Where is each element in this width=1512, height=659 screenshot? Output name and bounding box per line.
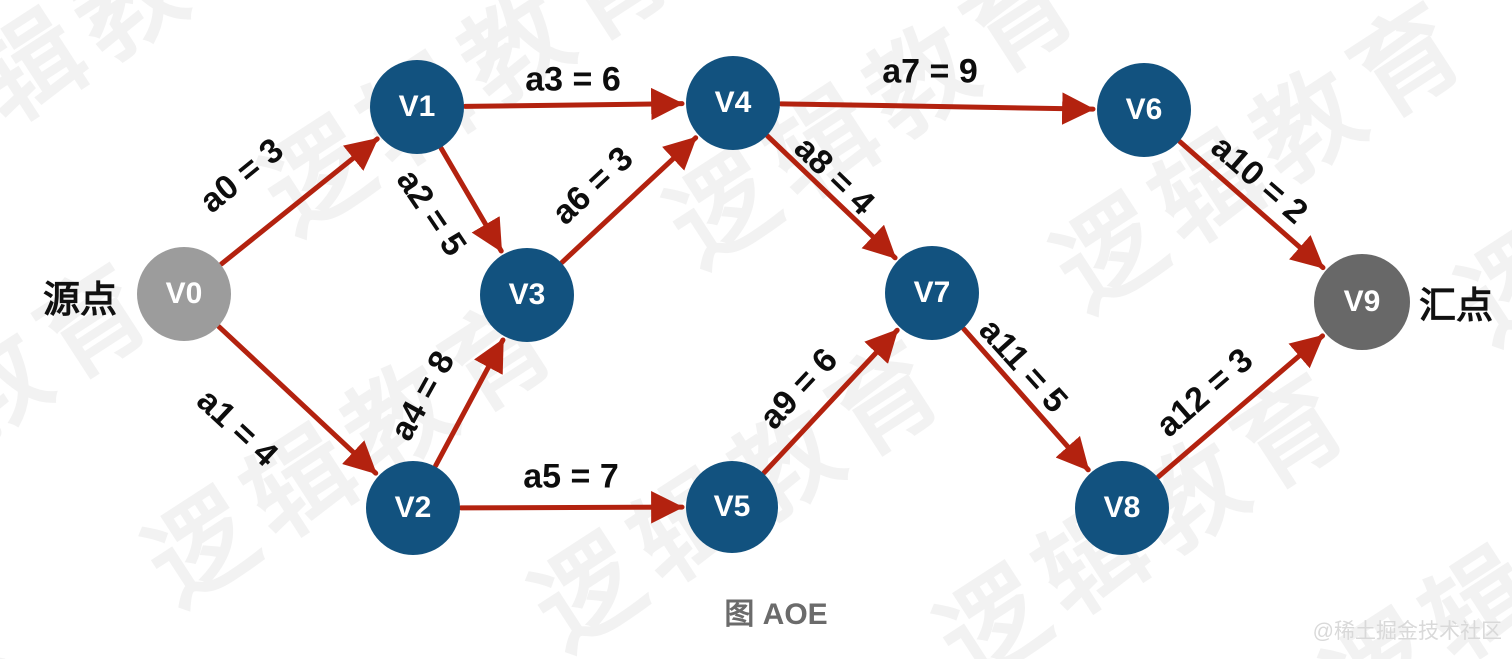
edge-a9 (761, 327, 900, 476)
edge-a12 (1155, 333, 1326, 480)
diagram-caption: 图 AOE (724, 598, 828, 631)
edge-a7 (778, 92, 1096, 125)
edge-a8 (765, 133, 898, 261)
edge-a10 (1177, 139, 1326, 271)
node-V9: V9 (1314, 254, 1410, 350)
edge-a2 (438, 145, 504, 254)
edge-a6 (559, 135, 699, 265)
node-V4: V4 (686, 56, 780, 150)
edge-label-a3: a3 = 6 (525, 60, 621, 99)
node-V1: V1 (370, 60, 464, 154)
edge-a4 (433, 337, 506, 469)
node-V7: V7 (885, 246, 979, 340)
sink-label: 汇点 (1419, 285, 1493, 326)
edge-a3 (462, 87, 685, 121)
node-V3: V3 (480, 248, 574, 342)
source-label: 源点 (43, 279, 117, 320)
edge-a5 (458, 491, 685, 524)
edge-lines-group (216, 87, 1326, 524)
edge-a0 (218, 136, 380, 267)
edge-label-a5: a5 = 7 (523, 457, 619, 496)
edge-a11 (961, 326, 1091, 473)
node-V0: V0 (137, 247, 231, 341)
edge-label-a7: a7 = 9 (882, 52, 978, 91)
watermark-credit: @稀土掘金技术社区 (1312, 620, 1502, 643)
edge-a1 (216, 324, 379, 476)
node-V5: V5 (686, 461, 778, 553)
node-V8: V8 (1075, 461, 1169, 555)
node-V2: V2 (366, 461, 460, 555)
node-V6: V6 (1097, 63, 1191, 157)
